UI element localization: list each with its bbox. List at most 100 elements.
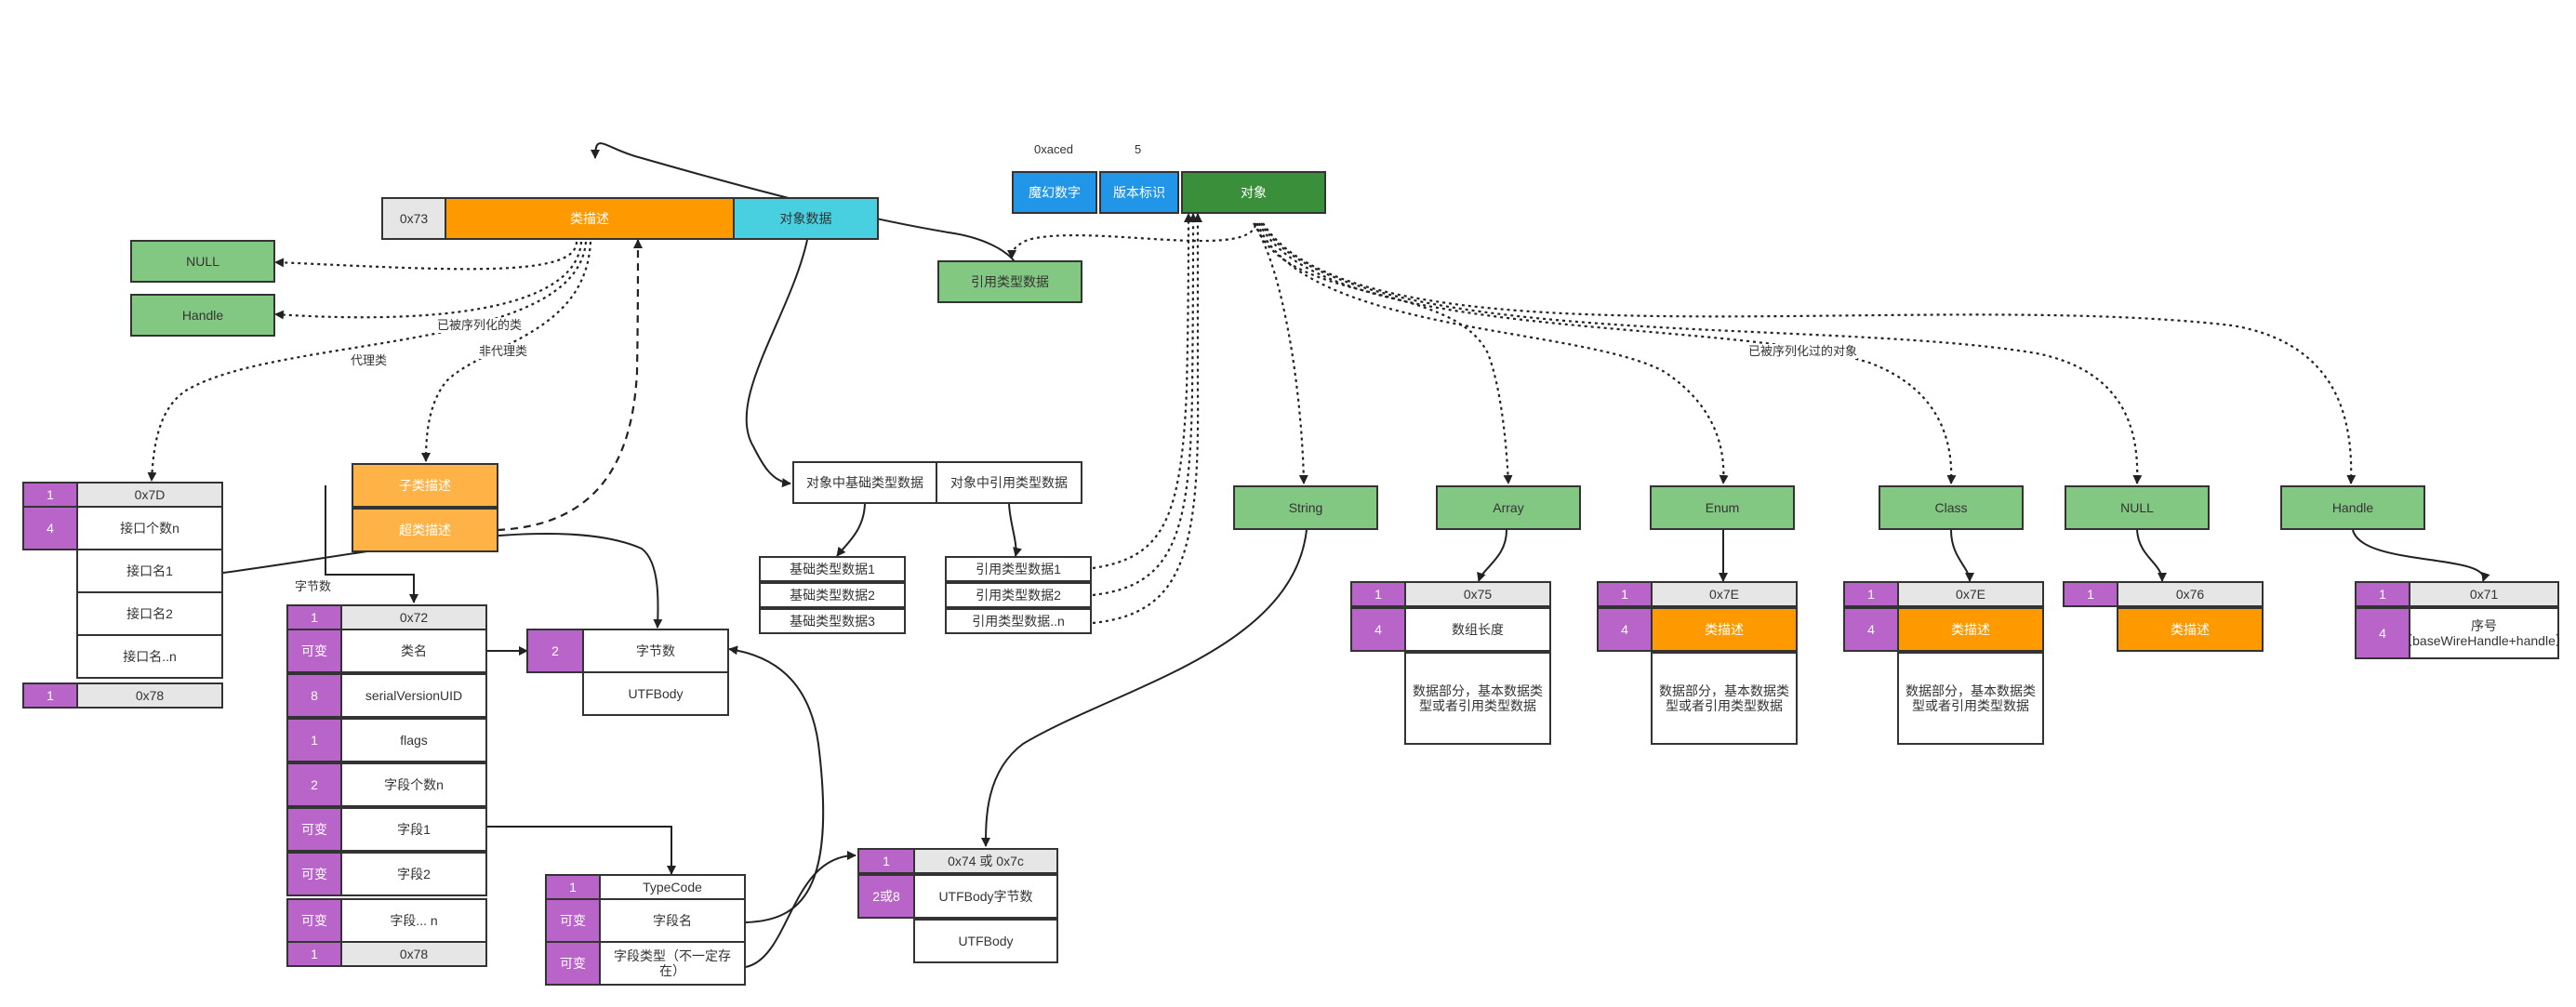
edge-refn-to-object xyxy=(1092,213,1202,625)
proxy-tag-value: 0x7D xyxy=(76,482,223,508)
nonproxy-row-value: 字段1 xyxy=(340,807,487,852)
enum-desc-size: 4 xyxy=(1597,607,1653,652)
edge-super-to-classdesc xyxy=(497,239,643,532)
edge-class-to-struct xyxy=(1950,529,1974,582)
type-null-box: NULL xyxy=(2065,485,2210,530)
edge-object-to-string xyxy=(1253,222,1308,484)
utf-count-size: 2 xyxy=(526,629,584,673)
ref-data-item: 引用类型数据..n xyxy=(945,608,1092,634)
string-len-value: UTFBody字节数 xyxy=(913,874,1058,919)
class-tag-cell: 0x73 xyxy=(381,197,446,240)
proxy-interface-1: 接口名1 xyxy=(76,549,223,593)
bytes-count-label: 字节数 xyxy=(295,579,332,593)
magic-value: 0xaced xyxy=(1034,142,1073,156)
enum-tag-size: 1 xyxy=(1597,581,1653,607)
type-array-box: Array xyxy=(1436,485,1581,530)
nonproxy-row-size: 可变 xyxy=(286,807,342,852)
edge-null-to-struct xyxy=(2136,529,2167,582)
nonproxy-row-size: 可变 xyxy=(286,629,342,673)
proxy-interface-2: 接口名2 xyxy=(76,591,223,636)
magic-number-box: 魔幻数字 xyxy=(1012,171,1097,214)
edge-object-to-enum xyxy=(1255,222,1729,484)
handle-tag-value: 0x71 xyxy=(2409,581,2559,607)
array-data: 数据部分，基本数据类型或者引用类型数据 xyxy=(1404,652,1551,745)
null-tag-value: 0x76 xyxy=(2117,581,2264,607)
nonproxy-row-size: 2 xyxy=(286,762,342,807)
nonproxy-row-value: flags xyxy=(340,718,487,762)
field-row-value: 字段类型（不一定存在） xyxy=(599,941,746,986)
edge-classdesc-to-sub xyxy=(421,241,592,462)
proxy-count-size: 4 xyxy=(22,506,78,550)
edge-handle-to-struct xyxy=(2352,529,2490,582)
ref-data-item: 引用类型数据2 xyxy=(945,582,1092,608)
edge-string-to-strstruct xyxy=(981,529,1308,847)
field-row-size: 可变 xyxy=(545,941,601,986)
edge-fieldtype-to-string xyxy=(745,851,856,968)
proxy-tag-size: 1 xyxy=(22,482,78,508)
class-tag-value: 0x7E xyxy=(1897,581,2044,607)
nonproxy-row-value: serialVersionUID xyxy=(340,673,487,718)
field-row-value: TypeCode xyxy=(599,874,746,900)
edge-label-serialized-class: 已被序列化的类 xyxy=(437,318,523,333)
proxy-count-value: 接口个数n xyxy=(76,506,223,550)
edge-label-non-proxy: 非代理类 xyxy=(479,344,528,359)
null-target-box: NULL xyxy=(130,240,275,283)
edge-label-serialized-object: 已被序列化过的对象 xyxy=(1748,344,1858,359)
class-data: 数据部分，基本数据类型或者引用类型数据 xyxy=(1897,652,2044,745)
proxy-end-value: 0x78 xyxy=(76,682,223,709)
edge-sub-to-nonproxy xyxy=(325,485,418,603)
type-enum-box: Enum xyxy=(1650,485,1795,530)
enum-desc-value: 类描述 xyxy=(1651,607,1798,652)
super-class-description: 超类描述 xyxy=(352,508,498,552)
nonproxy-row-value: 字段2 xyxy=(340,852,487,896)
edge-ref1-to-object xyxy=(1092,213,1193,570)
utf-count-value: 字节数 xyxy=(582,629,729,673)
proxy-interface-n: 接口名..n xyxy=(76,634,223,679)
ref-data-item: 引用类型数据1 xyxy=(945,556,1092,582)
reference-data-box: 引用类型数据 xyxy=(937,260,1082,303)
edge-label-proxy-class: 代理类 xyxy=(351,353,388,368)
edge-classdesc-to-null xyxy=(274,241,578,271)
edge-object-to-array xyxy=(1254,222,1513,484)
edge-data-to-objdata xyxy=(745,239,808,488)
nonproxy-row-value: 0x78 xyxy=(340,941,487,967)
object-ref-data: 对象中引用类型数据 xyxy=(936,461,1082,504)
child-class-description: 子类描述 xyxy=(352,463,498,508)
field-row-size: 1 xyxy=(545,874,601,900)
array-tag-value: 0x75 xyxy=(1404,581,1551,607)
nonproxy-row-value: 类名 xyxy=(340,629,487,673)
nonproxy-row-size: 可变 xyxy=(286,852,342,896)
type-class-box: Class xyxy=(1879,485,2024,530)
handle-seq-value: 序号（baseWireHandle+handle） xyxy=(2399,607,2569,659)
proxy-end-size: 1 xyxy=(22,682,78,709)
enum-tag-value: 0x7E xyxy=(1651,581,1798,607)
edge-object-to-handle xyxy=(1262,222,2357,484)
handle-tag-size: 1 xyxy=(2355,581,2410,607)
nonproxy-row-size: 可变 xyxy=(286,898,342,943)
object-data-cell: 对象数据 xyxy=(733,197,879,240)
array-tag-size: 1 xyxy=(1350,581,1406,607)
edge-classdesc-to-handle xyxy=(274,241,583,320)
enum-data: 数据部分，基本数据类型或者引用类型数据 xyxy=(1651,652,1798,745)
array-len-value: 数组长度 xyxy=(1404,607,1551,652)
type-handle-box: Handle xyxy=(2280,485,2425,530)
field-row-value: 字段名 xyxy=(599,898,746,943)
null-desc-value: 类描述 xyxy=(2117,607,2264,652)
array-len-size: 4 xyxy=(1350,607,1406,652)
class-desc-size: 4 xyxy=(1843,607,1899,652)
edge-basic-to-list xyxy=(836,501,866,557)
string-body: UTFBody xyxy=(913,919,1058,963)
class-tag-size: 1 xyxy=(1843,581,1899,607)
nonproxy-row-size: 1 xyxy=(286,604,342,630)
edge-object-to-null xyxy=(1260,222,2143,484)
nonproxy-row-value: 0x72 xyxy=(340,604,487,630)
edge-array-to-struct xyxy=(1477,529,1507,582)
nonproxy-row-size: 1 xyxy=(286,941,342,967)
basic-data-item: 基础类型数据3 xyxy=(759,608,906,634)
basic-data-item: 基础类型数据1 xyxy=(759,556,906,582)
object-box: 对象 xyxy=(1181,171,1326,214)
edge-ref-to-list xyxy=(1008,501,1022,557)
class-description-cell: 类描述 xyxy=(445,197,735,240)
null-tag-size: 1 xyxy=(2063,581,2118,607)
